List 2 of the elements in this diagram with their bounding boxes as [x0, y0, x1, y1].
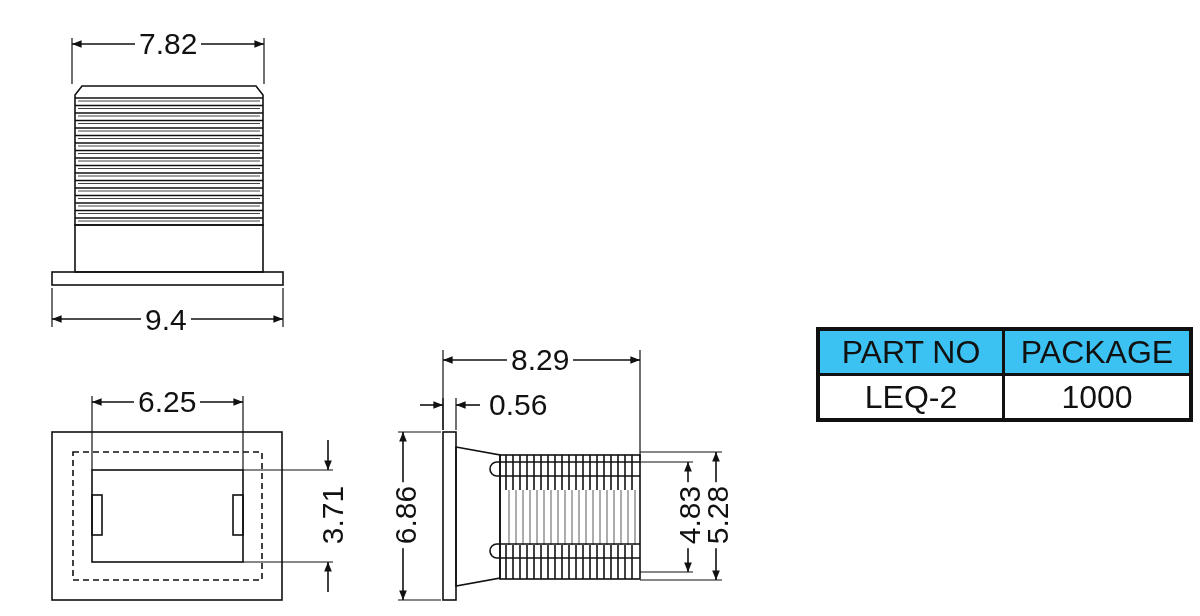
header-cell: PACKAGE [1003, 329, 1191, 375]
header-cell: PART NO [818, 329, 1004, 375]
